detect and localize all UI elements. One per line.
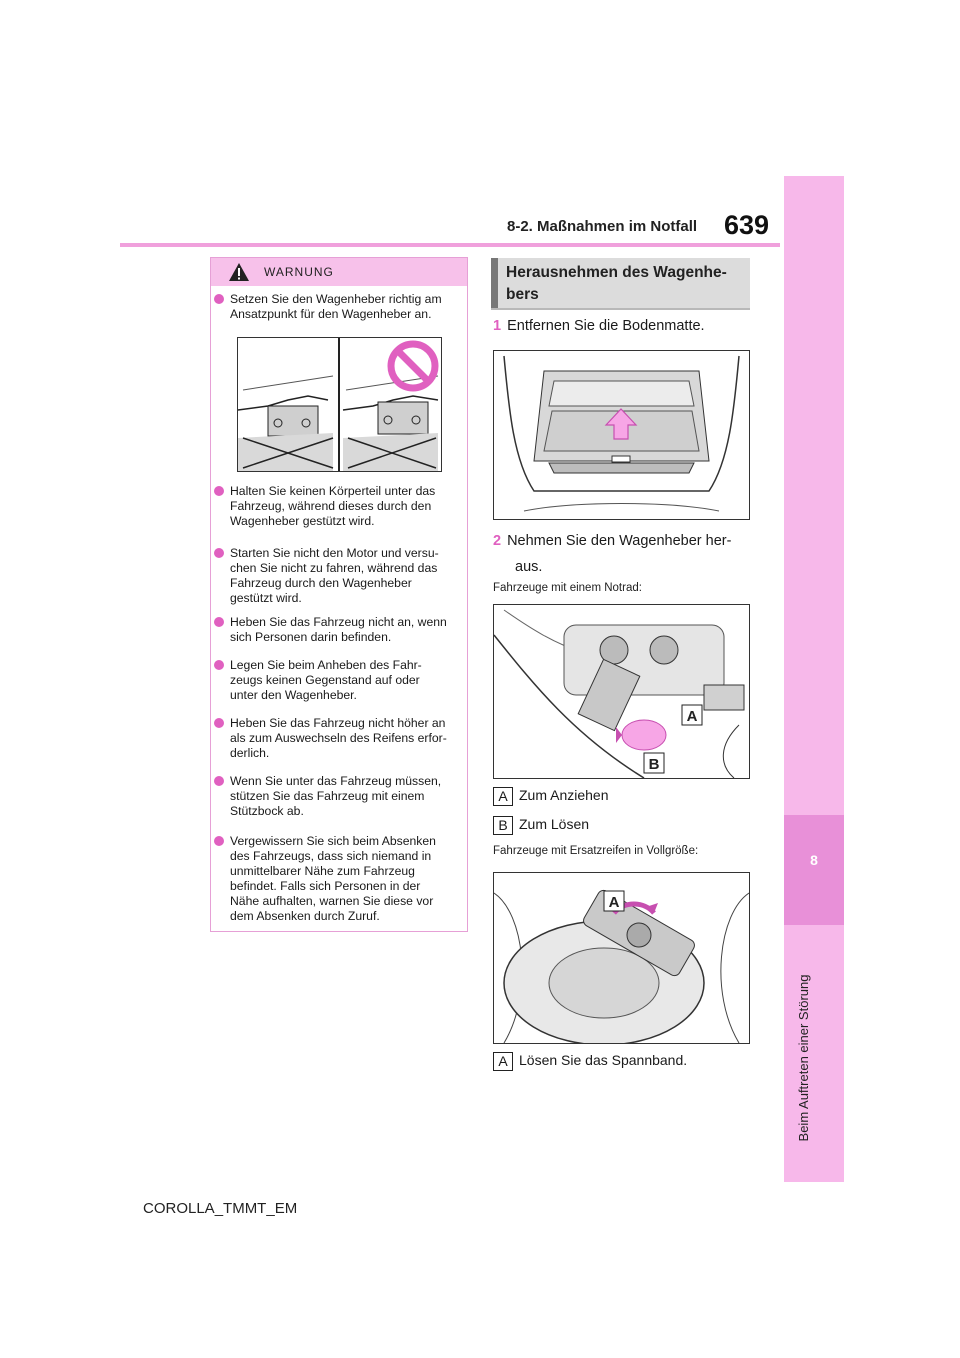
footer-model-code: COROLLA_TMMT_EM xyxy=(143,1200,298,1217)
warning-triangle-icon xyxy=(229,263,249,281)
warning-item: Legen Sie beim Anheben des Fahr- zeugs k… xyxy=(214,658,464,703)
bullet-icon xyxy=(214,486,224,496)
bullet-icon xyxy=(214,660,224,670)
jack-placement-figure xyxy=(237,337,442,472)
section-heading: Herausnehmen des Wagenhe- bers xyxy=(506,264,727,303)
warning-header xyxy=(211,258,467,286)
header-rule xyxy=(120,243,780,247)
bullet-icon xyxy=(214,718,224,728)
bullet-icon xyxy=(214,548,224,558)
warning-item: Wenn Sie unter das Fahrzeug müssen, stüt… xyxy=(214,774,464,819)
jack-full-size-spare-figure: A xyxy=(493,872,750,1044)
warning-item: Halten Sie keinen Körperteil unter das F… xyxy=(214,484,464,529)
warning-item: Setzen Sie den Wagenheber richtig am Ans… xyxy=(214,292,464,322)
section-heading-bar xyxy=(491,258,498,308)
note-full-size-spare: Fahrzeuge mit Ersatzreifen in Vollgröße: xyxy=(493,845,699,857)
warning-item: Vergewissern Sie sich beim Absenken des … xyxy=(214,834,464,924)
warning-item: Heben Sie das Fahrzeug nicht höher an al… xyxy=(214,716,464,761)
chapter-number-tab xyxy=(784,815,844,925)
fig-label-a: A xyxy=(609,894,620,911)
fig-label-a: A xyxy=(687,708,698,725)
label-b-box: B xyxy=(493,816,513,835)
warning-title: WARNUNG xyxy=(264,265,334,279)
warning-item: Heben Sie das Fahrzeug nicht an, wenn si… xyxy=(214,615,464,645)
label-a-box: A xyxy=(493,787,513,806)
bullet-icon xyxy=(214,617,224,627)
bullet-icon xyxy=(214,836,224,846)
step-number: 1 xyxy=(493,318,502,334)
chapter-number: 8 xyxy=(810,852,818,868)
section-heading-box xyxy=(491,258,750,310)
section-title: 8-2. Maßnahmen im Notfall xyxy=(507,218,698,235)
trunk-floor-mat-figure xyxy=(493,350,750,520)
note-emergency-wheel: Fahrzeuge mit einem Notrad: xyxy=(493,582,642,594)
page-number: 639 xyxy=(724,210,770,240)
chapter-label: Beim Auftreten einer Störung xyxy=(796,974,811,1142)
chapter-side-tab xyxy=(784,176,844,1182)
fig-label-b: B xyxy=(649,756,660,773)
bullet-icon xyxy=(214,294,224,304)
step-number: 2 xyxy=(493,533,502,549)
jack-notrad-figure: A B xyxy=(493,604,750,779)
label-a-box: A xyxy=(493,1052,513,1071)
bullet-icon xyxy=(214,776,224,786)
warning-box xyxy=(210,257,468,932)
warning-item: Starten Sie nicht den Motor und versu- c… xyxy=(214,546,464,606)
step-2-continued: aus. xyxy=(515,559,543,575)
